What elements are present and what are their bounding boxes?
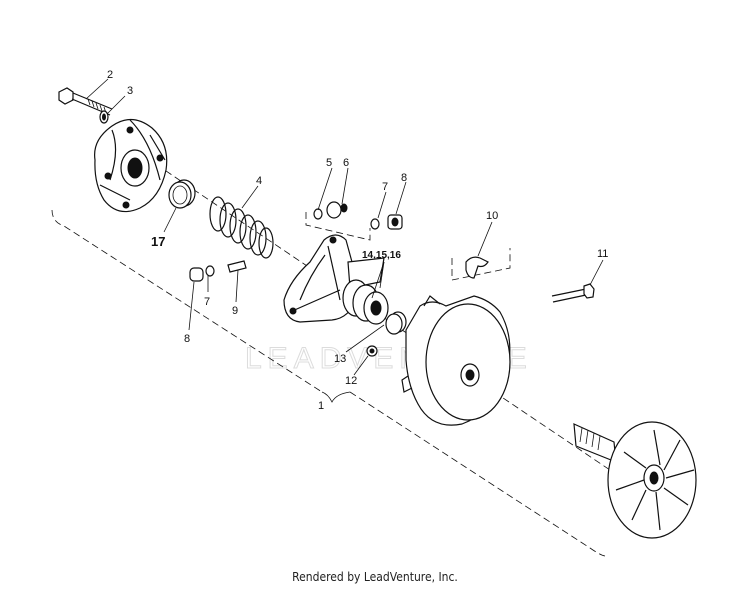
bushing-part-17 xyxy=(168,179,196,209)
footer-credit: Rendered by LeadVenture, Inc. xyxy=(292,570,458,584)
callout-box-5-6 xyxy=(305,212,371,241)
leader-lines xyxy=(85,78,604,376)
label-part-8-upper: 8 xyxy=(401,172,407,184)
label-part-4: 4 xyxy=(256,175,262,187)
spider-bracket xyxy=(283,234,385,323)
label-parts-14-15-16: 14,15,16 xyxy=(362,250,401,261)
clip-part-10 xyxy=(465,256,489,279)
bushing-part-13 xyxy=(385,311,407,335)
assembly-bracket-center xyxy=(321,391,351,403)
label-part-3: 3 xyxy=(127,85,133,97)
label-part-10: 10 xyxy=(486,210,498,222)
label-part-7-upper: 7 xyxy=(382,181,388,193)
assembly-bracket xyxy=(51,209,606,557)
label-part-13: 13 xyxy=(334,353,346,365)
movable-sheave xyxy=(401,295,511,426)
label-part-11: 11 xyxy=(597,248,608,260)
nut-part-12 xyxy=(366,345,378,357)
label-part-1: 1 xyxy=(318,400,324,412)
label-part-7-lower: 7 xyxy=(204,296,210,308)
callout-box-10 xyxy=(451,248,511,281)
bolt-part-11 xyxy=(551,283,595,303)
roller-parts-5-6 xyxy=(313,201,348,220)
washer-part-3 xyxy=(99,110,109,124)
label-part-17: 17 xyxy=(151,234,165,249)
label-part-8-lower: 8 xyxy=(184,333,190,345)
nut-parts-7-8-upper xyxy=(370,214,403,230)
label-part-2: 2 xyxy=(107,69,113,81)
end-cover-plate xyxy=(94,118,168,213)
spring-part-4 xyxy=(209,196,274,259)
pin-part-9 xyxy=(227,260,247,273)
label-part-12: 12 xyxy=(345,375,357,387)
roller-assembly-parts-14-16 xyxy=(342,279,389,325)
label-part-5: 5 xyxy=(326,157,332,169)
nut-parts-7-8-lower xyxy=(189,265,215,282)
label-part-6: 6 xyxy=(343,157,349,169)
label-part-9: 9 xyxy=(232,305,238,317)
fixed-sheave-shaft xyxy=(573,421,697,539)
